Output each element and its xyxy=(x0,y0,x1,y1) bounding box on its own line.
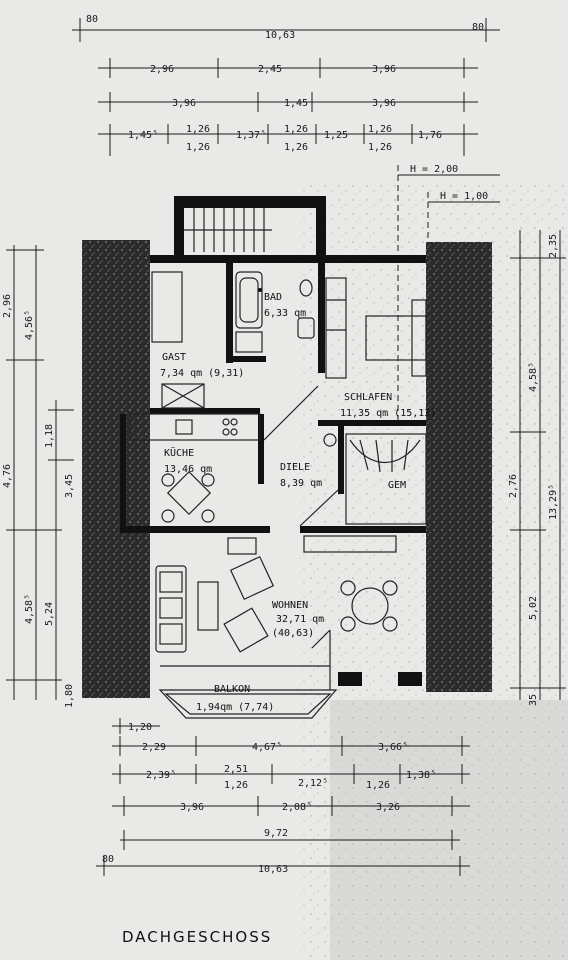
top-row3-e: 1,25 xyxy=(324,130,348,141)
top-row3-d: 1,26 xyxy=(284,124,308,135)
roof-slope-left xyxy=(82,240,150,698)
left-dim-h: 1,80 xyxy=(64,684,75,708)
room-balkon-area: 1,94qm (7,74) xyxy=(196,702,274,713)
top-row2-a: 3,96 xyxy=(172,98,196,109)
top-row1-c: 3,96 xyxy=(372,64,396,75)
left-dim-f: 4,58⁵ xyxy=(24,594,35,624)
left-dimensions: 2,96 4,56⁵ 1,18 3,45 4,76 4,58⁵ 5,24 1,8… xyxy=(2,245,75,708)
left-dim-c: 1,18 xyxy=(44,424,55,448)
staircase-top xyxy=(174,196,326,255)
left-dim-e: 4,76 xyxy=(2,464,13,488)
top-row1-a: 2,96 xyxy=(150,64,174,75)
bottom-row2-e: 1,26 xyxy=(366,780,390,791)
bottom-row3-a: 3,96 xyxy=(180,802,204,813)
bottom-row1-a: 2,29 xyxy=(142,742,166,753)
walls xyxy=(120,255,426,686)
room-wohnen-area2: (40,63) xyxy=(272,628,314,639)
bottom-row3-b: 2,08⁵ xyxy=(282,802,312,813)
top-row2-b: 1,45 xyxy=(284,98,308,109)
top-row3-c: 1,37⁵ xyxy=(236,130,266,141)
bottom-end-right: 80 xyxy=(102,854,114,865)
bottom-row3-c: 3,26 xyxy=(376,802,400,813)
kitchen-furniture xyxy=(129,413,261,523)
room-kueche-area: 13,46 qm xyxy=(164,464,212,475)
living-room-furniture xyxy=(155,535,398,690)
top-row3-below-a: 1,26 xyxy=(186,142,210,153)
top-row3-below-b: 1,26 xyxy=(284,142,308,153)
top-row3-a: 1,45⁵ xyxy=(128,130,158,141)
bottom-row2-d: 2,12⁵ xyxy=(298,778,328,789)
top-row3-b: 1,26 xyxy=(186,124,210,135)
hallway-stairs xyxy=(263,385,427,527)
height-marks: H = 2,00 H = 1,00 xyxy=(397,164,500,420)
bedroom-furniture xyxy=(325,277,427,379)
bathroom-fixtures xyxy=(235,271,315,353)
top-overall: 10,63 xyxy=(265,30,295,41)
roof-slope-right xyxy=(426,242,492,692)
height-mark-100: H = 1,00 xyxy=(440,191,488,202)
guest-room-furniture xyxy=(151,271,205,409)
top-row2-c: 3,96 xyxy=(372,98,396,109)
top-row3-g: 1,76 xyxy=(418,130,442,141)
bottom-row2-f: 1,38⁵ xyxy=(406,770,436,781)
top-dimensions: 80 80 10,63 2,96 2,45 3,96 3,96 1,45 3,9… xyxy=(72,14,500,156)
room-balkon-name: BALKON xyxy=(214,684,250,695)
top-end-right: 80 xyxy=(472,22,484,33)
room-gast-area: 7,34 qm (9,31) xyxy=(160,368,244,379)
right-dim-e: 5,02 xyxy=(528,596,539,620)
bottom-row2-a: 2,39⁵ xyxy=(146,770,176,781)
room-diele-area: 8,39 qm xyxy=(280,478,322,489)
height-mark-200: H = 2,00 xyxy=(410,164,458,175)
room-kueche-name: KÜCHE xyxy=(164,446,194,459)
right-dim-b: 4,58⁵ xyxy=(528,362,539,392)
bottom-row2-c: 1,26 xyxy=(224,780,248,791)
room-gast-name: GAST xyxy=(162,352,186,363)
room-labels: BAD 6,33 qm GAST 7,34 qm (9,31) SCHLAFEN… xyxy=(160,292,436,713)
room-schlafen-area: 11,35 qm (15,13) xyxy=(340,408,436,419)
right-dim-f: 35 xyxy=(528,694,539,706)
bottom-end-left: 1,20 xyxy=(128,722,152,733)
room-wohnen-name: WOHNEN xyxy=(272,600,308,611)
left-dim-b: 4,56⁵ xyxy=(24,310,35,340)
room-bad-area: 6,33 qm xyxy=(264,308,306,319)
top-row3-f: 1,26 xyxy=(368,124,392,135)
right-dim-d: 13,29⁵ xyxy=(548,484,559,520)
left-dim-d: 3,45 xyxy=(64,474,75,498)
top-end-left: 80 xyxy=(86,14,98,25)
bottom-row2-b: 2,51 xyxy=(224,764,248,775)
room-gem-name: GEM xyxy=(388,480,406,491)
top-row3-below-c: 1,26 xyxy=(368,142,392,153)
bottom-overall: 10,63 xyxy=(258,864,288,875)
room-schlafen-name: SCHLAFEN xyxy=(344,392,392,403)
plan-title: DACHGESCHOSS xyxy=(122,928,272,946)
right-dim-c: 2,76 xyxy=(508,474,519,498)
bottom-dimensions: 1,20 2,29 4,67⁵ 3,66⁵ 2,39⁵ 2,51 1,26 2,… xyxy=(96,718,470,876)
room-diele-name: DIELE xyxy=(280,462,310,473)
bottom-row1-c: 3,66⁵ xyxy=(378,742,408,753)
top-row1-b: 2,45 xyxy=(258,64,282,75)
right-dim-a: 2,35 xyxy=(548,234,559,258)
balcony-outline xyxy=(158,689,338,719)
scan-shadow xyxy=(330,700,568,960)
bottom-row4: 9,72 xyxy=(264,828,288,839)
bottom-row1-b: 4,67⁵ xyxy=(252,742,282,753)
left-dim-g: 5,24 xyxy=(44,602,55,626)
room-bad-name: BAD xyxy=(264,292,282,303)
right-dimensions: 2,35 4,58⁵ 2,76 13,29⁵ 5,02 35 xyxy=(508,230,566,706)
room-wohnen-area: 32,71 qm xyxy=(276,614,324,625)
left-dim-a: 2,96 xyxy=(2,294,13,318)
